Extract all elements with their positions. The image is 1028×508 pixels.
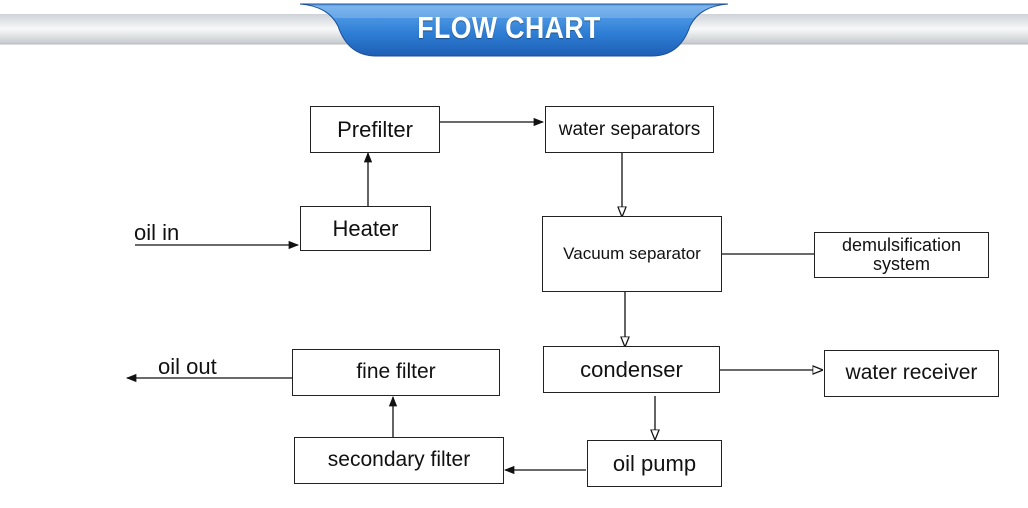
- node-oil-pump: oil pump: [587, 440, 722, 487]
- node-condenser: condenser: [543, 346, 720, 393]
- node-vacuum-separator: Vacuum separator: [542, 216, 722, 292]
- node-heater: Heater: [300, 206, 431, 251]
- node-water-separators: water separators: [545, 106, 714, 153]
- node-secondary-filter: secondary filter: [294, 437, 504, 484]
- node-fine-filter: fine filter: [292, 349, 500, 396]
- label-oil-in: oil in: [134, 220, 180, 245]
- banner-title: FLOW CHART: [417, 10, 601, 45]
- node-water-receiver: water receiver: [824, 350, 999, 397]
- node-prefilter: Prefilter: [310, 106, 440, 153]
- label-oil-out: oil out: [158, 354, 217, 379]
- node-demulsification-system: demulsification system: [814, 232, 989, 278]
- banner-tab: [299, 3, 729, 57]
